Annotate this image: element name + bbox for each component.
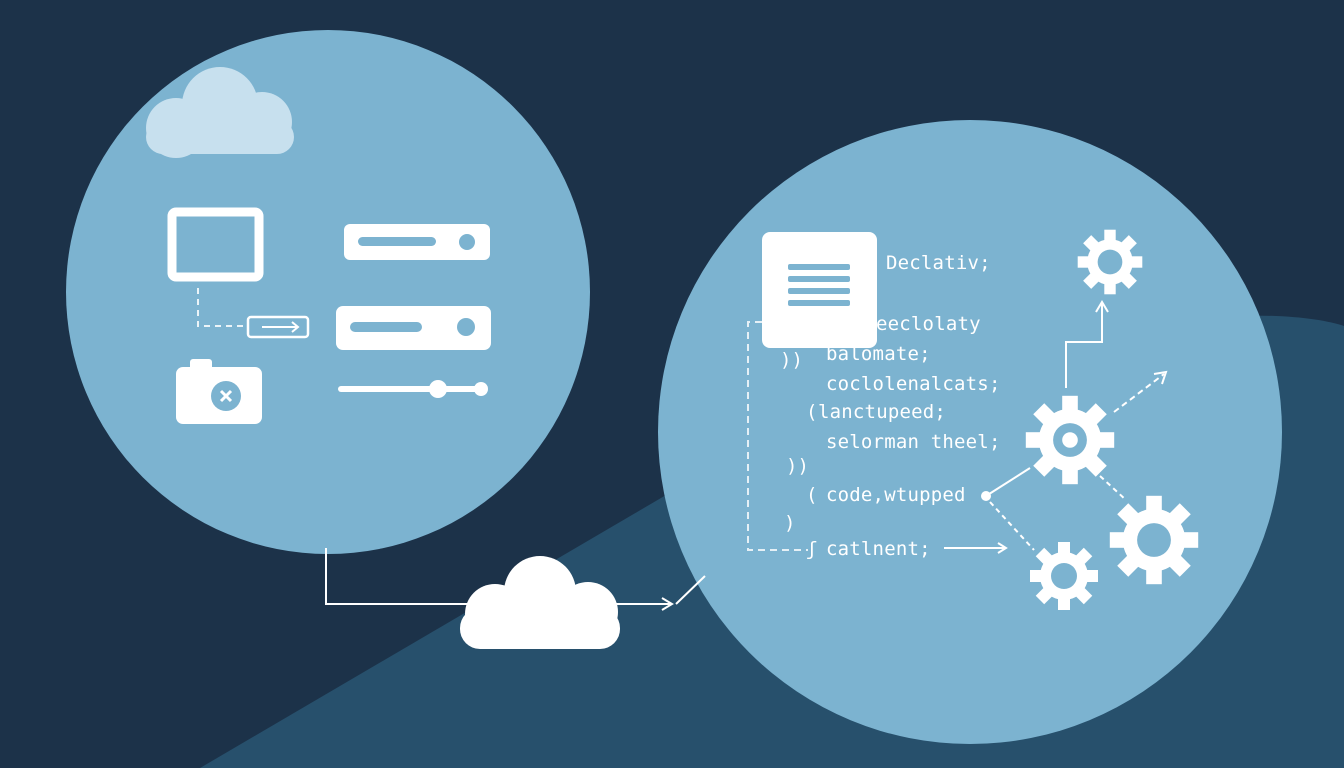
flow-arrow (1153, 370, 1168, 385)
flow-arrow (944, 542, 1008, 554)
cloud-icon (460, 556, 620, 649)
camera-icon (176, 359, 262, 424)
gear-icon (1030, 542, 1098, 610)
gear-connector (985, 467, 1031, 497)
gear-icon (1109, 495, 1199, 585)
slider-icon (338, 380, 488, 398)
code-line: catlnent; (826, 538, 931, 560)
gear-connector (989, 501, 1035, 551)
code-line: code,wtupped (826, 484, 966, 506)
code-line: coclolenalcats; (826, 373, 1001, 395)
dashed-connector (197, 288, 246, 327)
left-circle (66, 30, 590, 554)
gear-connector (1065, 304, 1103, 388)
code-bracket: )) (780, 349, 803, 371)
document-icon (762, 232, 877, 348)
flow-arrow (661, 597, 674, 611)
code-bracket: ( (806, 484, 818, 506)
window-icon (167, 207, 264, 282)
gear-icon (1025, 395, 1115, 485)
code-line: eeclolaty (876, 313, 981, 335)
dashed-bracket (747, 321, 808, 551)
code-bracket: ʃ (806, 538, 818, 560)
code-line: balomate; (826, 343, 931, 365)
link-icon (246, 315, 310, 339)
slider-bar-icon (344, 224, 490, 260)
code-bracket: ( (806, 401, 818, 423)
gear-connector (1113, 373, 1165, 413)
flow-line (675, 575, 706, 605)
code-bracket: ) (784, 512, 796, 534)
cloud-icon (146, 67, 294, 158)
gear-connector (1099, 475, 1127, 501)
gear-icon (1077, 229, 1143, 295)
code-line: selorman theel; (826, 431, 1001, 453)
flow-arrow (1095, 300, 1109, 313)
code-title: Declativ; (886, 252, 991, 274)
connector-node (981, 491, 991, 501)
code-bracket: )) (786, 455, 809, 477)
slider-bar-icon (336, 306, 491, 350)
code-line: lanctupeed; (818, 401, 947, 423)
